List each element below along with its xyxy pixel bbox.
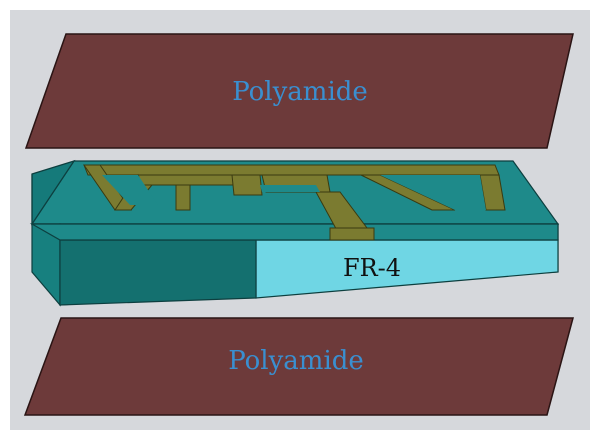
top-polyamide-sheet	[24, 33, 574, 149]
bottom-polyamide-sheet	[23, 317, 574, 416]
fr4-label: FR-4	[343, 254, 401, 282]
substrate-top-face-front-band	[29, 223, 559, 241]
top-polyamide-label: Polyamide	[232, 77, 368, 107]
bottom-polyamide-label: Polyamide	[228, 346, 364, 376]
substrate-front-slab-left	[59, 239, 257, 306]
trace-cutouts	[102, 175, 486, 210]
